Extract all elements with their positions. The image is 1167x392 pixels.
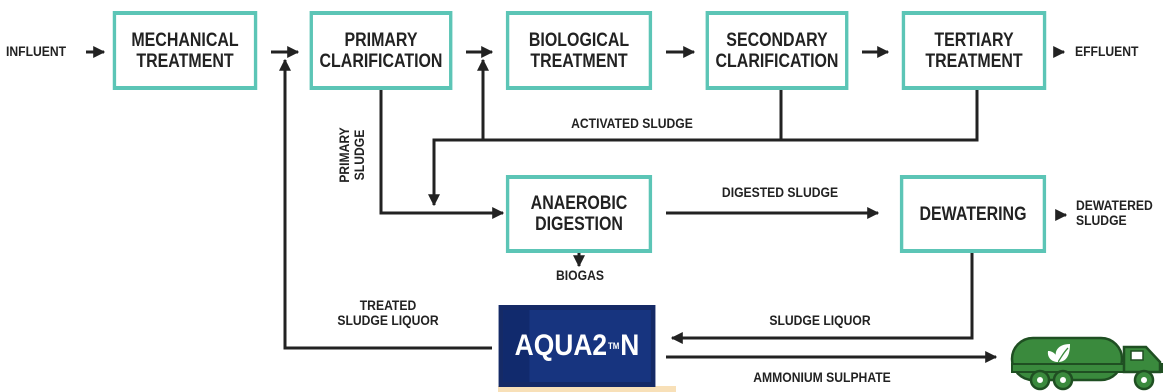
primary-sludge-line: [379, 90, 505, 219]
dewatering-box: DEWATERING: [899, 175, 1047, 253]
aqua2n-trademark: TM: [607, 341, 620, 351]
biogas-label: BIOGAS: [556, 268, 604, 283]
leaf-icon: [1047, 344, 1070, 363]
ammonium-sulphate-label: AMMONIUM SULPHATE: [753, 370, 891, 385]
tanker-truck-icon: [1010, 336, 1163, 391]
aqua-glow: [498, 386, 676, 392]
effluent-label: EFFLUENT: [1075, 44, 1139, 59]
digested-sludge-label: DIGESTED SLUDGE: [721, 185, 839, 200]
treated-liquor-line: [279, 58, 492, 350]
biological-treatment-box: BIOLOGICAL TREATMENT: [505, 11, 653, 90]
secondary-clarification-box: SECONDARY CLARIFICATION: [705, 11, 849, 90]
influent-label: INFLUENT: [6, 44, 67, 59]
primary-clarification-box: PRIMARY CLARIFICATION: [309, 11, 453, 90]
primary-clarification-label: PRIMARY CLARIFICATION: [319, 29, 443, 72]
treated-sludge-liquor-label: TREATED SLUDGE LIQUOR: [337, 298, 439, 328]
anaerobic-digestion-box: ANAEROBIC DIGESTION: [505, 175, 653, 253]
activated-sludge-label: ACTIVATED SLUDGE: [571, 116, 693, 131]
mechanical-treatment-label: MECHANICAL TREATMENT: [131, 29, 239, 72]
primary-sludge-label: PRIMARY SLUDGE: [337, 127, 367, 183]
aqua2n-name-part2: N: [620, 329, 640, 362]
sludge-liquor-label: SLUDGE LIQUOR: [769, 313, 871, 328]
secondary-clarification-label: SECONDARY CLARIFICATION: [715, 29, 839, 72]
sludge-liquor-line: [670, 252, 974, 344]
tertiary-treatment-label: TERTIARY TREATMENT: [925, 29, 1023, 72]
aqua2n-name-part1: AQUA2: [514, 329, 608, 362]
dewatering-label: DEWATERING: [919, 203, 1027, 225]
tertiary-sludge-line: [428, 90, 979, 207]
mechanical-treatment-box: MECHANICAL TREATMENT: [112, 11, 258, 90]
dewatered-sludge-label: DEWATERED SLUDGE: [1076, 198, 1153, 228]
biological-treatment-label: BIOLOGICAL TREATMENT: [528, 29, 630, 72]
tertiary-treatment-box: TERTIARY TREATMENT: [901, 11, 1047, 90]
anaerobic-digestion-label: ANAEROBIC DIGESTION: [530, 193, 628, 235]
